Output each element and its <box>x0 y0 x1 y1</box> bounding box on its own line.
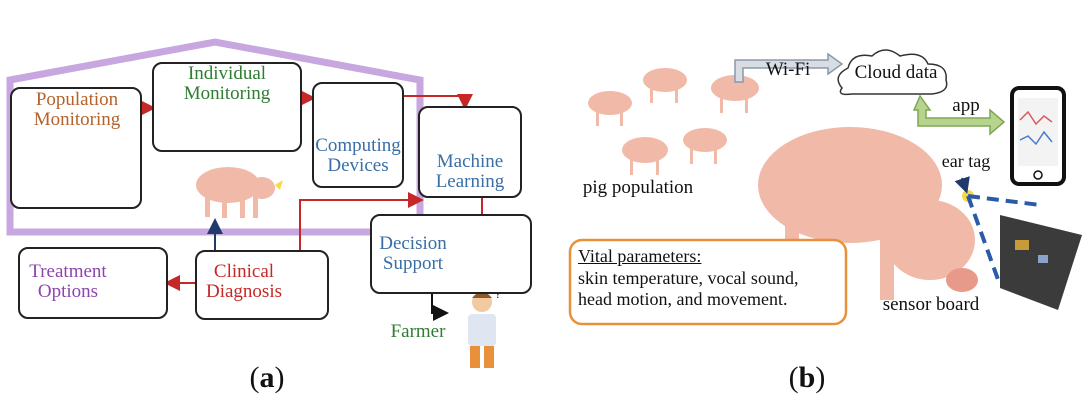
ear-tag-arrow <box>954 176 970 194</box>
vital-parameters-line: skin temperature, vocal sound, <box>578 267 799 288</box>
clinical-diagnosis-box <box>195 250 329 320</box>
individual-monitoring-label: Individual Monitoring <box>183 63 271 104</box>
dashed-link-bottom <box>966 195 1002 286</box>
caption-b: (b) <box>788 361 826 394</box>
vital-parameters-box <box>568 238 848 326</box>
vital-parameters-line: head motion, and movement. <box>578 289 788 310</box>
wifi-arrow <box>734 52 844 83</box>
computing-devices-label: Computing Devices <box>315 135 401 176</box>
treatment-options-label: Treatment Options <box>29 261 107 302</box>
ear-tag-label: ear tag <box>941 151 991 171</box>
arrow-decision-farmer <box>431 292 449 321</box>
sensor-board-illustration <box>1000 215 1082 310</box>
dashed-link-top <box>967 194 1041 207</box>
sensor-board-label: sensor board <box>882 294 980 315</box>
farmer-illustration: ? <box>468 285 502 368</box>
population-monitoring-label: Population Monitoring <box>33 89 121 130</box>
app-arrow <box>912 94 1006 136</box>
app-label: app <box>952 95 980 116</box>
cloud-label: Cloud data <box>854 62 938 83</box>
individual-monitoring-box <box>152 62 302 152</box>
arrow-diag-ml <box>299 192 424 250</box>
pig-population-label: pig population <box>582 177 694 198</box>
cloud-shape <box>837 49 948 96</box>
pig-population-illustration <box>588 68 759 175</box>
decision-support-box <box>370 214 532 294</box>
vital-parameters-text: Vital parameters: skin temperature, voca… <box>578 246 842 311</box>
decision-support-label: Decision Support <box>379 233 447 274</box>
machine-learning-box <box>418 106 522 198</box>
smartphone-icon <box>1010 86 1066 186</box>
population-monitoring-box <box>10 87 142 209</box>
clinical-diagnosis-label: Clinical Diagnosis <box>206 261 282 302</box>
machine-learning-label: Machine Learning <box>435 151 505 192</box>
vital-parameters-title: Vital parameters: <box>578 246 702 266</box>
wifi-label: Wi-Fi <box>765 59 811 80</box>
treatment-options-box <box>18 247 168 319</box>
pig-illustration <box>196 167 283 218</box>
computing-devices-box <box>312 82 404 188</box>
caption-a: (a) <box>249 361 285 394</box>
farmer-label: Farmer <box>390 321 446 342</box>
